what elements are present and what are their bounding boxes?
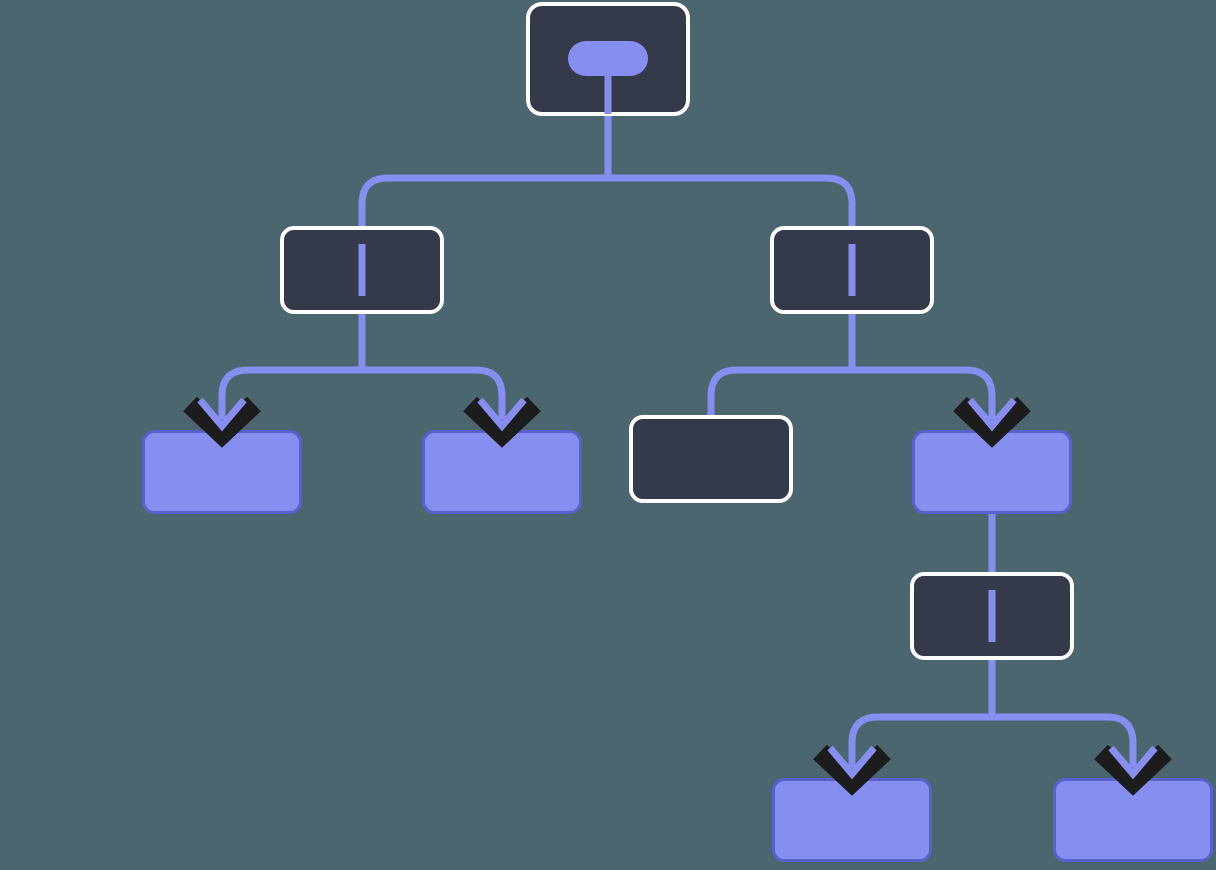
connector-layer (218, 114, 1137, 778)
branch-node-left[interactable] (280, 226, 444, 314)
arrowhead-leaf-4 (813, 744, 891, 796)
connector-branch-left-to-leaf-2 (362, 366, 506, 430)
arrowhead-leaf-4-tip (827, 745, 877, 780)
connector-root-to-branch-right (608, 174, 856, 228)
branch-node-right[interactable] (770, 226, 934, 314)
arrowhead-leaf-2-tip (477, 397, 527, 432)
arrowhead-leaf-1-tip (197, 397, 247, 432)
terminal-dark-node[interactable] (629, 415, 793, 503)
connector-root-to-branch-left (358, 174, 608, 228)
arrowhead-leaf-1-outline (183, 396, 261, 448)
arrowhead-leaf-5 (1094, 744, 1172, 796)
arrowhead-leaf-1 (183, 396, 261, 448)
arrowhead-layer (183, 396, 1172, 796)
arrowhead-leaf-2 (463, 396, 541, 448)
arrowhead-leaf-3 (953, 396, 1031, 448)
connector-branch-right-to-terminal-dark (707, 366, 852, 417)
arrowhead-leaf-3-outline (953, 396, 1031, 448)
arrowhead-leaf-5-outline (1094, 744, 1172, 796)
arrowhead-leaf-4-outline (813, 744, 891, 796)
connector-branch-right-to-leaf-3 (852, 366, 996, 430)
terminal-dark-node-body[interactable] (629, 415, 793, 503)
root-node[interactable] (526, 2, 690, 116)
sub-branch-node[interactable] (910, 572, 1074, 660)
node-layer (142, 2, 1213, 862)
arrowhead-leaf-5-tip (1108, 745, 1158, 780)
connector-branch-left-to-leaf-1 (218, 366, 362, 430)
arrowhead-leaf-2-outline (463, 396, 541, 448)
arrowhead-leaf-3-tip (967, 397, 1017, 432)
root-pill-badge[interactable] (568, 41, 648, 76)
connector-sub-branch-to-leaf-5 (992, 713, 1137, 778)
connector-sub-branch-to-leaf-4 (848, 713, 992, 778)
